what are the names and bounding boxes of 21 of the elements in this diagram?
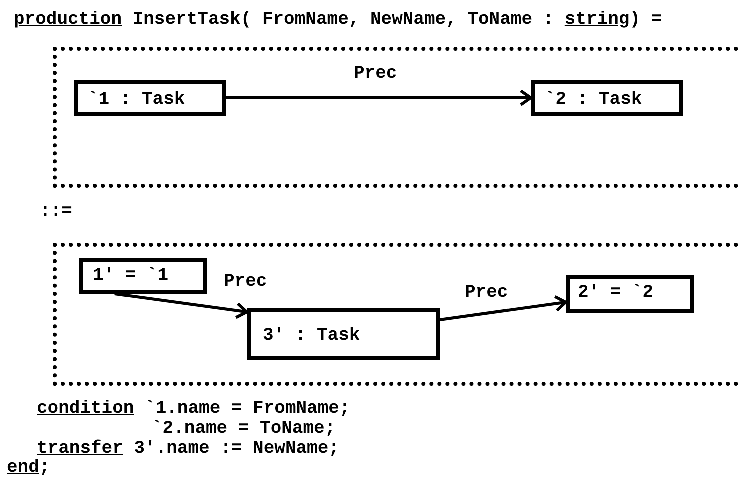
task-box — [79, 258, 207, 294]
task-box — [247, 308, 440, 360]
code-line: transfer 3′.name := NewName; — [37, 439, 340, 459]
graph-pattern-frame — [53, 243, 739, 386]
node-label: `1 : Task — [88, 90, 186, 110]
code-line: `2.name = ToName; — [152, 419, 336, 439]
code-line: production InsertTask( FromName, NewName, ToName : string) = — [14, 10, 662, 30]
arrow — [114, 292, 248, 320]
code-line: end; — [7, 458, 50, 478]
node-label: 2′ = `2 — [578, 283, 654, 303]
task-box — [74, 80, 226, 116]
code-line: condition `1.name = FromName; — [37, 399, 350, 419]
task-box — [566, 275, 694, 313]
code-line: ::= — [40, 202, 72, 222]
node-label: 1′ = `1 — [93, 266, 169, 286]
graph-pattern-frame — [53, 47, 739, 188]
task-box — [531, 80, 683, 116]
node-label: 3′ : Task — [263, 326, 360, 346]
arrow — [226, 90, 532, 106]
node-label: `2 : Task — [545, 90, 642, 110]
arrow — [440, 295, 568, 322]
